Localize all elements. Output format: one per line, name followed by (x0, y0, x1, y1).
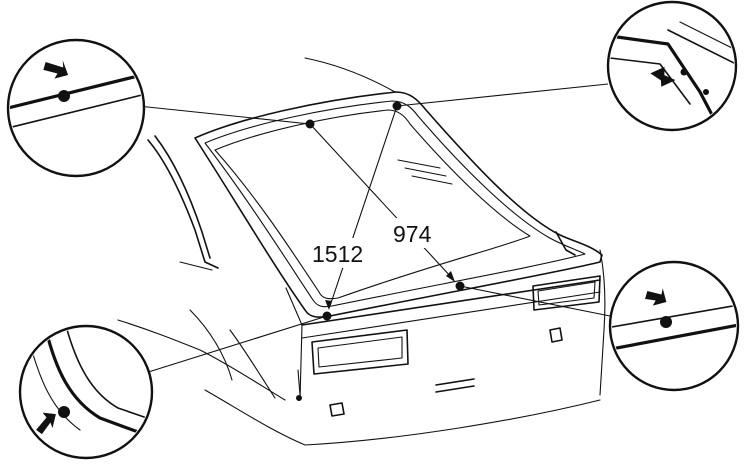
seal-clip-dot (58, 406, 70, 418)
arrow-icon (645, 288, 667, 306)
seal-clip-dot (58, 90, 70, 102)
detail-circle-bottom-left (18, 324, 154, 460)
detail-circle-top-left (6, 38, 146, 178)
reflector-right (549, 327, 563, 343)
arrow-icon (650, 66, 676, 87)
seal-clip-dot (660, 316, 672, 328)
tail-lights (311, 275, 601, 375)
left-tail-light (311, 329, 409, 375)
right-tail-light (532, 275, 601, 311)
body-details (296, 327, 563, 417)
tailgate (194, 91, 603, 326)
arrow-icon (36, 412, 56, 435)
seal-points (305, 101, 465, 321)
detail-circle-bottom-right (608, 260, 740, 392)
reflector-left (329, 402, 345, 417)
callout-label-974: 974 (393, 221, 432, 247)
arrow-icon (43, 60, 69, 79)
detail-circle-top-right (606, 0, 738, 132)
leader-lines (137, 83, 611, 375)
callout-label-1512: 1512 (312, 241, 363, 267)
car-body (117, 57, 606, 446)
callout-labels: 1512 974 (310, 218, 446, 268)
